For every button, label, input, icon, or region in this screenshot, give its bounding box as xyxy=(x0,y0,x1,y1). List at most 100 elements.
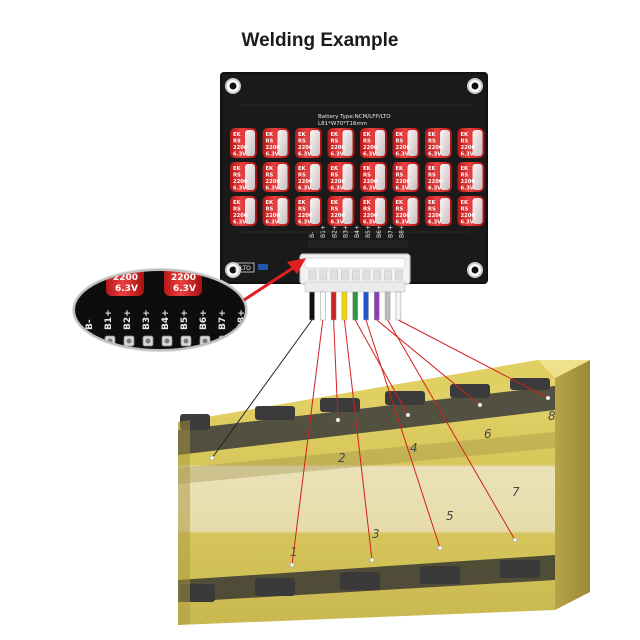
capacitor-voltage: 6.3V xyxy=(461,152,474,158)
balance-wire xyxy=(352,291,358,321)
capacitor-series: RS xyxy=(428,173,436,179)
capacitor-series: RS xyxy=(396,139,404,145)
inset-pin-label: B3+ xyxy=(142,309,152,330)
capacitor-series: RS xyxy=(266,139,274,145)
lead-endpoint xyxy=(477,402,483,408)
lead-line xyxy=(398,319,549,399)
capacitor-series: RS xyxy=(396,173,404,179)
capacitor-capacitance: 2200 xyxy=(298,145,313,151)
capacitor-voltage: 6.3V xyxy=(233,152,246,158)
balance-wire xyxy=(330,291,337,321)
board-pin-label: B8+ xyxy=(399,225,406,238)
capacitor-voltage: 6.3V xyxy=(331,152,344,158)
lead-endpoint xyxy=(545,395,551,401)
battery-pack xyxy=(178,360,590,625)
capacitor-capacitance: 2200 xyxy=(266,145,281,151)
lead-endpoint xyxy=(209,455,215,461)
capacitor-capacitance: 2200 xyxy=(233,145,248,151)
capacitor-voltage: 6.3V xyxy=(233,186,246,192)
inset-pin-label: B- xyxy=(85,319,95,330)
capacitor-voltage: 6.3V xyxy=(461,186,474,192)
lead-endpoint xyxy=(289,562,295,568)
capacitor-brand: EK xyxy=(461,132,470,138)
capacitor-capacitance: 2200 xyxy=(298,179,313,185)
capacitor-capacitance: 2200 xyxy=(396,145,411,151)
capacitor-brand: EK xyxy=(233,132,242,138)
capacitor-voltage: 6.3V xyxy=(396,152,409,158)
capacitor-voltage: 6.3V xyxy=(298,186,311,192)
capacitor-series: RS xyxy=(233,139,241,145)
capacitor-capacitance: 2200 xyxy=(363,213,378,219)
inset-pin-label: B5+ xyxy=(180,309,190,330)
capacitor-brand: EK xyxy=(266,132,275,138)
inset-pin-label: B1+ xyxy=(104,309,114,330)
board-pin-label: B3+ xyxy=(343,225,350,238)
cell-number-mark: 7 xyxy=(512,485,520,499)
capacitor-capacitance: 2200 xyxy=(461,145,476,151)
capacitor-capacitance: 2200 xyxy=(428,213,443,219)
capacitor-series: RS xyxy=(331,139,339,145)
board-pin-label: B7+ xyxy=(387,225,394,238)
board-pin-label: B6+ xyxy=(376,225,383,238)
capacitor-brand: EK xyxy=(298,132,307,138)
board-pin-label: B2+ xyxy=(331,225,338,238)
capacitor-series: RS xyxy=(461,207,469,213)
capacitor-capacitance: 2200 xyxy=(233,179,248,185)
capacitor-capacitance: 2200 xyxy=(428,179,443,185)
capacitor-voltage: 6.3V xyxy=(396,186,409,192)
capacitor-voltage: 6.3V xyxy=(461,220,474,226)
capacitor-capacitance: 2200 xyxy=(396,213,411,219)
lead-line xyxy=(387,319,516,541)
lead-endpoint xyxy=(405,412,411,418)
page-title: Welding Example xyxy=(241,30,399,51)
inset-pin-label: B7+ xyxy=(218,309,228,330)
capacitor-voltage: 6.3V xyxy=(266,220,279,226)
board-pin-label: B1+ xyxy=(320,225,327,238)
capacitor-brand: EK xyxy=(461,200,470,206)
capacitor-capacitance: 2200 xyxy=(363,179,378,185)
capacitor-voltage: 6.3V xyxy=(331,186,344,192)
capacitor-capacitance: 2200 xyxy=(331,179,346,185)
capacitor-brand: EK xyxy=(331,166,340,172)
capacitor-series: RS xyxy=(461,173,469,179)
capacitor-brand: EK xyxy=(396,166,405,172)
capacitor-brand: EK xyxy=(298,200,307,206)
capacitor-capacitance: 2200 xyxy=(461,179,476,185)
board-pin-label: B- xyxy=(309,232,316,238)
lead-line xyxy=(376,319,481,406)
board-pin-label: B5+ xyxy=(365,225,372,238)
lead-endpoint xyxy=(437,545,443,551)
capacitor-capacitance: 2200 xyxy=(461,213,476,219)
capacitor-voltage: 6.3V xyxy=(428,186,441,192)
capacitor-brand: EK xyxy=(428,132,437,138)
capacitor-series: RS xyxy=(363,173,371,179)
capacitor-series: RS xyxy=(461,139,469,145)
capacitor-series: RS xyxy=(363,207,371,213)
cell-number-mark: 2 xyxy=(338,451,346,465)
capacitor-series: RS xyxy=(266,173,274,179)
capacitor-capacitance: 2200 xyxy=(266,213,281,219)
capacitor-brand: EK xyxy=(363,200,372,206)
capacitor-series: RS xyxy=(428,139,436,145)
capacitor-brand: EK xyxy=(233,200,242,206)
inset-cap-2-capacitance: 2200 xyxy=(171,273,196,283)
capacitor-series: RS xyxy=(266,207,274,213)
zoom-pointer-arrow xyxy=(243,258,306,302)
capacitor-voltage: 6.3V xyxy=(298,220,311,226)
capacitor-capacitance: 2200 xyxy=(331,213,346,219)
lto-label: LTO xyxy=(240,265,251,272)
